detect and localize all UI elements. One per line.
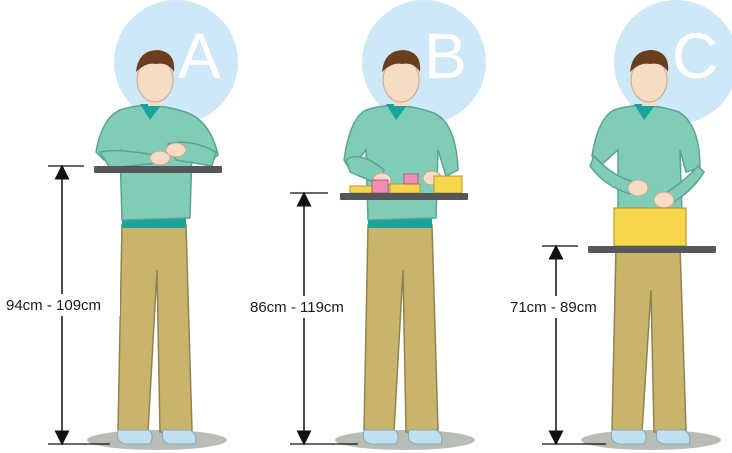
panel-b: B 86cm - 119cm xyxy=(246,0,486,450)
panel-b-height-label: 86cm - 119cm xyxy=(250,299,344,316)
panel-a: A xyxy=(2,0,238,450)
panel-b-letter: B xyxy=(424,20,467,92)
panel-c: C 71cm - 89cm xyxy=(506,0,732,450)
panel-c-floor-shadow xyxy=(581,430,721,450)
panel-c-letter: C xyxy=(672,20,718,92)
panel-b-floor-shadow xyxy=(335,430,475,450)
panel-a-workbench xyxy=(94,166,222,173)
panel-c-heavy-box xyxy=(614,208,686,246)
panel-a-floor-shadow xyxy=(87,430,227,450)
panel-c-workbench xyxy=(588,246,716,253)
panel-a-height-label: 94cm - 109cm xyxy=(6,297,101,314)
panel-c-height-label: 71cm - 89cm xyxy=(510,299,597,316)
panel-a-letter: A xyxy=(178,20,221,92)
panel-b-workbench xyxy=(340,193,468,200)
